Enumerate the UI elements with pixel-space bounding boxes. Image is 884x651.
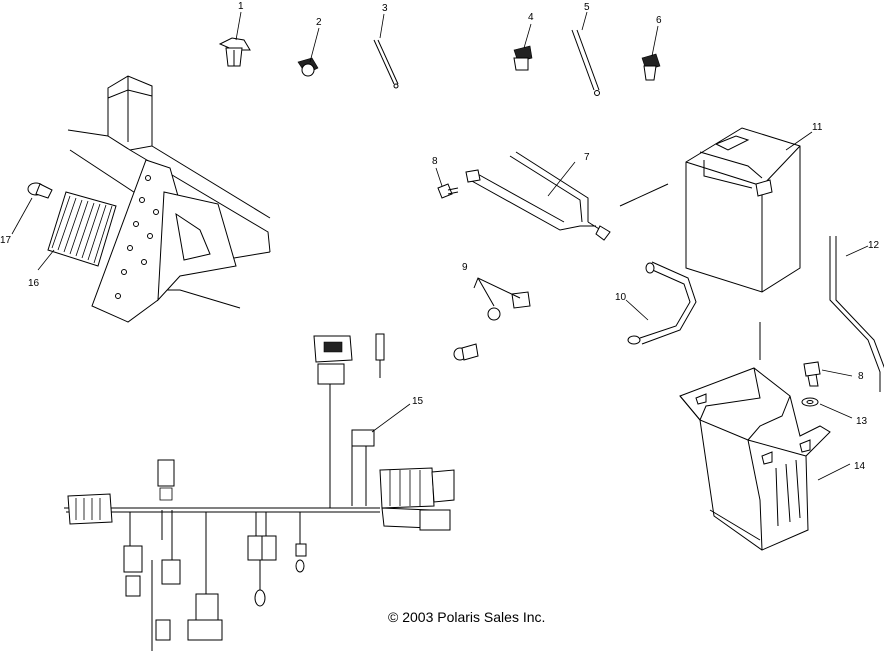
part-13-washer	[801, 397, 819, 407]
part-10-cable	[627, 261, 697, 345]
part-8-bolt	[437, 183, 459, 199]
callout-15: 15	[412, 396, 424, 407]
callout-13: 13	[856, 416, 868, 427]
callout-9: 9	[462, 262, 468, 273]
part-5-cable-tie	[571, 29, 600, 96]
part-12-vent-tube	[829, 236, 884, 392]
callout-17: 17	[0, 235, 12, 246]
part-7-hold-down-rod	[465, 151, 611, 241]
callout-labels: 1 2 3 4 5 6 7 8 9 10 11 12 8 13 14 15 16…	[0, 1, 880, 472]
callout-12: 12	[868, 240, 880, 251]
callout-7: 7	[584, 152, 590, 163]
callout-8: 8	[432, 156, 438, 167]
callout-1: 1	[238, 1, 244, 12]
copyright-notice: © 2003 Polaris Sales Inc.	[388, 609, 546, 625]
frame-rail	[67, 75, 271, 309]
part-14-battery-box	[679, 367, 831, 551]
part-17-bolt	[27, 182, 53, 199]
part-11-battery	[685, 127, 801, 293]
part-8-bolt-right	[803, 361, 821, 387]
part-2-clip	[297, 57, 319, 77]
wiring-harness	[64, 380, 380, 651]
part-1-clip	[218, 37, 251, 67]
part-6-clip	[641, 53, 661, 81]
callout-5: 5	[584, 2, 590, 13]
part-4-clip	[513, 45, 533, 71]
part-16-heatsink	[47, 191, 117, 267]
callout-16: 16	[28, 278, 40, 289]
part-9-hardware	[453, 277, 531, 361]
callout-3: 3	[382, 3, 388, 14]
callout-10: 10	[615, 292, 627, 303]
callout-2: 2	[316, 17, 322, 28]
callout-14: 14	[854, 461, 866, 472]
part-3-cable-tie	[373, 39, 399, 89]
callout-4: 4	[528, 12, 534, 23]
callout-11: 11	[812, 122, 823, 133]
callout-leaders	[11, 11, 869, 481]
frame-bracket	[91, 159, 237, 323]
callout-8-right: 8	[858, 371, 864, 382]
leader-lines	[619, 183, 761, 360]
callout-6: 6	[656, 15, 662, 26]
harness-connectors	[67, 333, 455, 641]
